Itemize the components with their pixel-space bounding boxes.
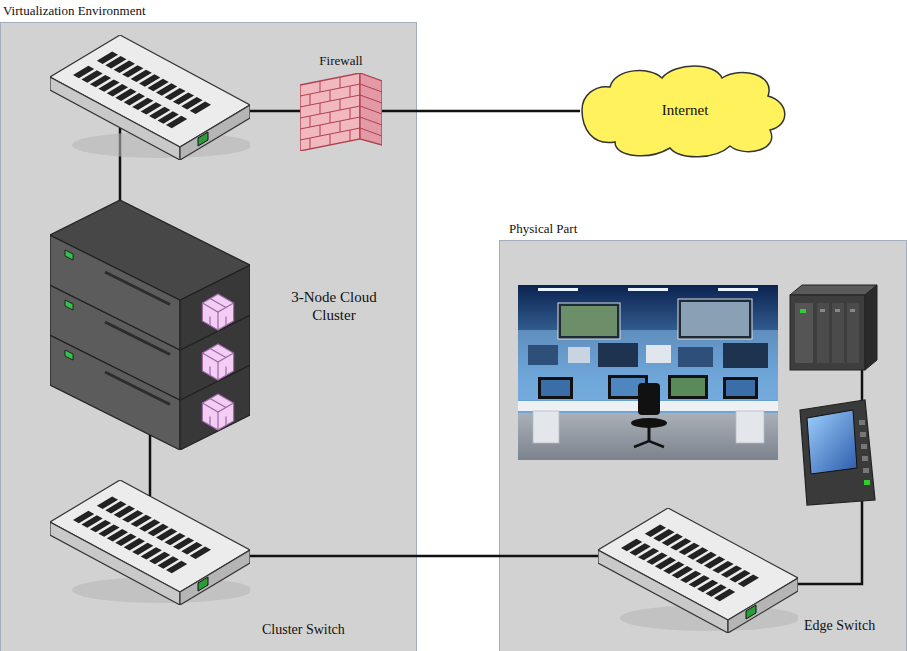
hmi-panel bbox=[863, 468, 869, 473]
lab-photo bbox=[723, 377, 758, 399]
label-holder: Cluster Switch bbox=[262, 620, 345, 639]
server-cluster-graphic bbox=[50, 200, 250, 450]
region-panel: Physical PartEdge Switch bbox=[499, 240, 907, 651]
cluster-switch-graphic bbox=[50, 480, 252, 605]
firewall-icon: Firewall bbox=[300, 73, 382, 151]
node-label: Internet bbox=[662, 101, 709, 119]
plc-device bbox=[790, 295, 865, 370]
lab-photo bbox=[561, 306, 617, 336]
network-link bbox=[250, 555, 598, 558]
internet-cloud: Internet bbox=[580, 60, 790, 160]
label-holder: Physical Part bbox=[509, 219, 577, 237]
edge-switch-graphic bbox=[598, 508, 798, 633]
plc-device bbox=[820, 309, 825, 312]
network-wire bbox=[250, 110, 300, 113]
lab-photo bbox=[628, 288, 668, 291]
hmi-panel bbox=[800, 400, 875, 505]
lab-photo bbox=[648, 425, 651, 441]
hmi-panel bbox=[859, 420, 865, 425]
network-wire bbox=[861, 370, 864, 401]
lab-photo bbox=[678, 299, 752, 339]
lab-photo bbox=[668, 375, 708, 399]
cluster-switch: Cluster Switch bbox=[50, 480, 250, 605]
plc-device bbox=[790, 285, 877, 295]
server-cluster-graphic bbox=[50, 200, 250, 450]
cable-stub bbox=[149, 435, 152, 450]
region-ground bbox=[500, 241, 907, 651]
label-holder: 3-Node Cloud Cluster bbox=[272, 288, 396, 324]
lab-photo bbox=[533, 411, 559, 443]
lab-photo bbox=[558, 303, 620, 339]
network-wire bbox=[798, 501, 862, 584]
server-cluster: 3-Node Cloud Cluster bbox=[50, 200, 250, 450]
lab-photo bbox=[671, 378, 705, 396]
plc-device bbox=[865, 285, 877, 370]
lab-photo bbox=[646, 345, 671, 363]
lab-photo bbox=[518, 285, 778, 460]
label-holder: Virtualization Environment bbox=[3, 1, 146, 19]
node-label: 3-Node Cloud Cluster bbox=[291, 289, 376, 323]
hmi-panel bbox=[807, 410, 857, 474]
lab-photo bbox=[638, 383, 660, 415]
label-holder: Firewall bbox=[280, 51, 402, 69]
node-label: Edge Switch bbox=[804, 618, 875, 633]
plc-device bbox=[847, 303, 859, 363]
hmi-panel bbox=[861, 444, 867, 449]
cable-stub bbox=[149, 480, 152, 496]
lab-photo bbox=[726, 380, 755, 396]
region-panel: Virtualization EnvironmentFirewall3-Node… bbox=[0, 22, 417, 651]
switch-icon bbox=[50, 35, 252, 160]
lab-photo bbox=[681, 302, 749, 336]
plc-device bbox=[790, 285, 877, 370]
hmi-panel bbox=[800, 400, 875, 505]
lab-photo bbox=[538, 288, 578, 291]
label-holder: Internet bbox=[580, 60, 790, 160]
node-label: Firewall bbox=[319, 53, 362, 68]
lab-photo bbox=[541, 380, 570, 396]
firewall-icon-graphic bbox=[300, 73, 382, 151]
plc-device bbox=[832, 303, 844, 363]
lab-photo bbox=[598, 343, 638, 367]
internet-cloud-graphic bbox=[582, 66, 785, 157]
plc-device bbox=[800, 309, 806, 313]
hmi-panel bbox=[860, 432, 866, 437]
edge-switch: Edge Switch bbox=[598, 508, 798, 633]
plc-device bbox=[795, 303, 813, 363]
plc-device bbox=[850, 309, 855, 312]
hmi-panel bbox=[864, 480, 870, 485]
lab-photo bbox=[678, 347, 713, 367]
lab-photo bbox=[528, 345, 558, 365]
label-holder: Edge Switch bbox=[804, 616, 875, 635]
cluster-switch-graphic bbox=[50, 480, 250, 605]
lab-photo bbox=[718, 288, 758, 291]
region-heading: Virtualization Environment bbox=[3, 3, 146, 18]
lab-photo bbox=[736, 411, 764, 443]
lab-photo bbox=[723, 343, 768, 368]
lab-photo bbox=[634, 441, 664, 447]
lab-photo bbox=[518, 285, 778, 460]
region-ground bbox=[1, 23, 907, 651]
hmi-panel bbox=[862, 456, 868, 461]
plc-device bbox=[817, 303, 829, 363]
lab-photo bbox=[568, 347, 590, 363]
edge-switch-graphic bbox=[598, 508, 800, 633]
lab-photo bbox=[538, 377, 573, 399]
node-label: Cluster Switch bbox=[262, 622, 345, 637]
network-link bbox=[382, 110, 580, 113]
region-heading: Physical Part bbox=[509, 221, 577, 236]
plc-device bbox=[835, 309, 840, 312]
network-link bbox=[149, 450, 152, 480]
firewall-icon-graphic bbox=[300, 73, 382, 151]
